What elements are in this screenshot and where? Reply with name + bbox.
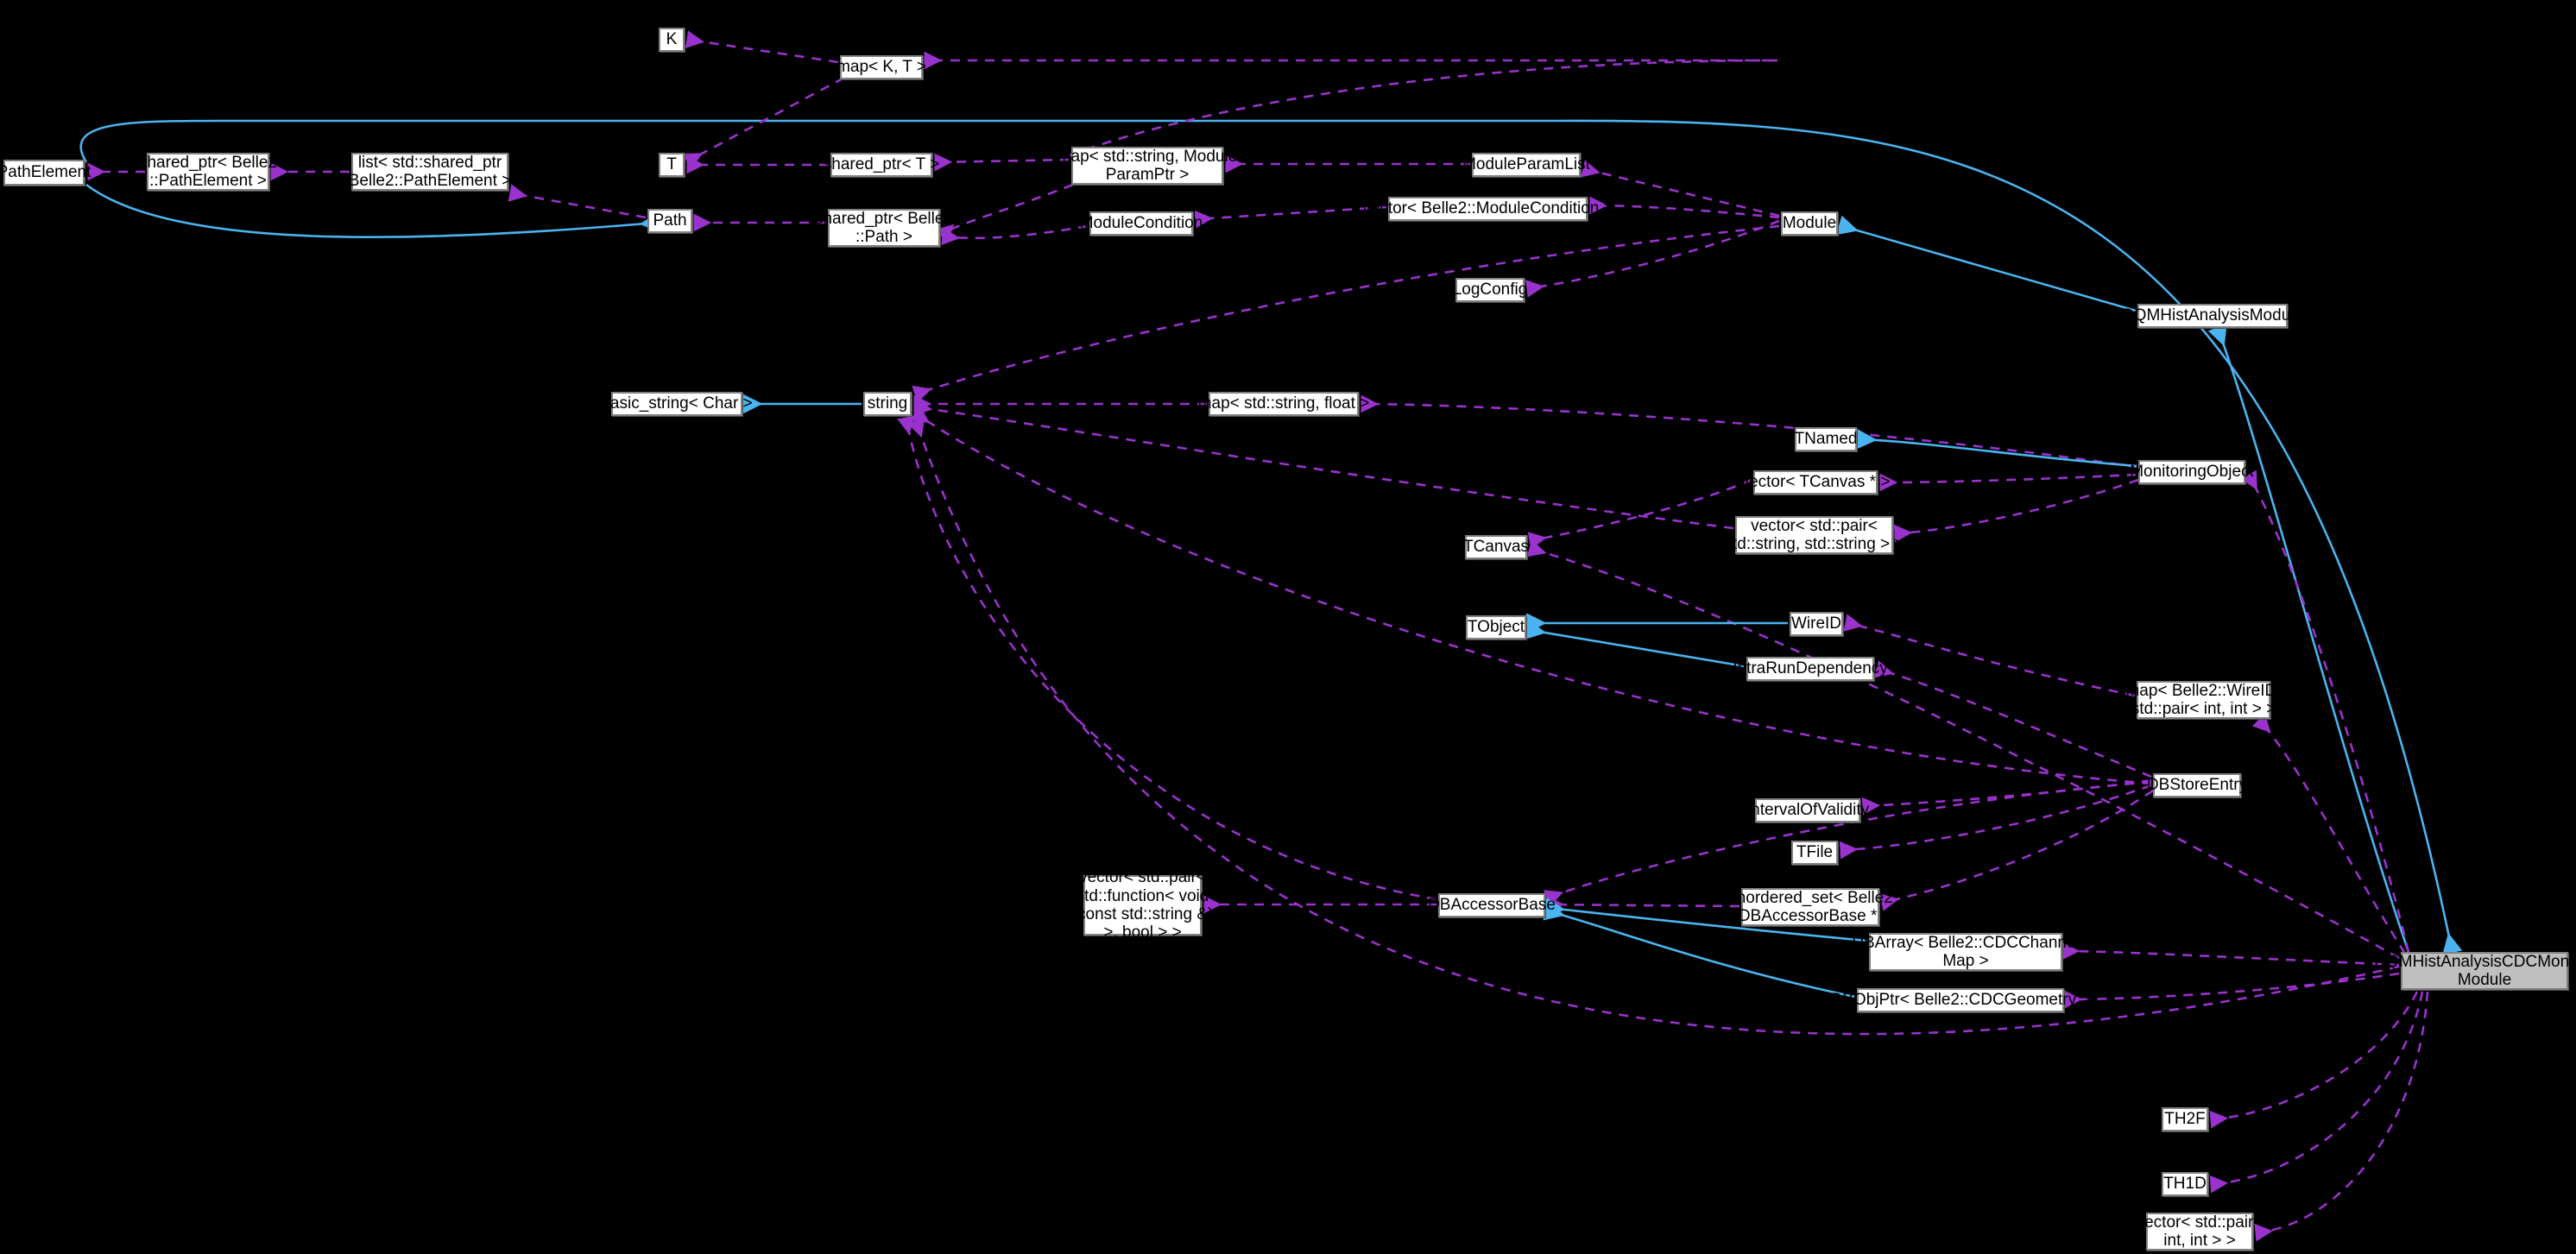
class-node-label: vector< std::pair< std::string, std::str… xyxy=(1724,516,1904,553)
class-node-label: LogConfig xyxy=(1452,280,1528,299)
class-node-label: PathElement xyxy=(0,163,92,182)
class-node-dbobjptr_cdcgeometry[interactable]: DBObjPtr< Belle2::CDCGeometry > xyxy=(1831,988,2090,1012)
class-node-map_string_moduleparamptr[interactable]: map< std::string, Module ParamPtr > xyxy=(1058,147,1237,185)
class-node-label: DBArray< Belle2::CDCChannel Map > xyxy=(1852,933,2080,970)
class-node-shared_ptr_t[interactable]: shared_ptr< T > xyxy=(824,153,939,177)
class-node-label: list< std::shared_ptr < Belle2::PathElem… xyxy=(334,153,526,190)
class-node-k[interactable]: K xyxy=(659,28,685,52)
class-node-label: map< K, T > xyxy=(837,58,926,77)
class-node-unordered_set_dbaccessor[interactable]: unordered_set< Belle2 ::DBAccessorBase *… xyxy=(1727,888,1893,926)
class-node-vector_pair_string_string[interactable]: vector< std::pair< std::string, std::str… xyxy=(1724,516,1904,554)
class-node-label: DQMHistAnalysisModule xyxy=(2121,306,2304,325)
class-node-label: ModuleParamList xyxy=(1462,155,1590,174)
class-node-db_store_entry[interactable]: DBStoreEntry xyxy=(2147,773,2247,797)
class-node-tcanvas[interactable]: TCanvas xyxy=(1463,535,1529,559)
class-node-shared_ptr_path[interactable]: shared_ptr< Belle2 ::Path > xyxy=(815,209,953,247)
class-node-label: TCanvas xyxy=(1462,538,1530,557)
class-node-label: shared_ptr< Belle2 ::Path > xyxy=(814,209,954,246)
class-node-module[interactable]: Module xyxy=(1781,211,1838,236)
class-node-label: MonitoringObject xyxy=(2130,463,2254,482)
class-node-label: Module xyxy=(1782,214,1837,233)
class-node-th1d[interactable]: TH1D xyxy=(2162,1172,2208,1196)
class-node-label: vector< std::pair< int, int > > xyxy=(2136,1213,2263,1250)
class-node-path_element[interactable]: PathElement xyxy=(0,160,91,186)
class-node-label: ModuleCondition xyxy=(1079,214,1203,233)
class-node-db_accessor_base[interactable]: DBAccessorBase xyxy=(1428,893,1556,917)
class-node-label: unordered_set< Belle2 ::DBAccessorBase *… xyxy=(1727,888,1893,925)
class-node-label: TH2F xyxy=(2164,1110,2206,1129)
class-node-label: DBAccessorBase xyxy=(1428,896,1556,915)
class-node-label: vector< std::pair< std::function< void (… xyxy=(1071,868,1214,942)
class-node-dqm_hist_analysis_module[interactable]: DQMHistAnalysisModule xyxy=(2122,304,2303,328)
class-node-label: K xyxy=(666,30,678,49)
class-node-label: vector< TCanvas * > xyxy=(1740,473,1891,492)
class-node-vector_pair_int_int[interactable]: vector< std::pair< int, int > > xyxy=(2137,1213,2263,1251)
class-node-label: TFile xyxy=(1796,843,1834,862)
class-node-map_wireid_pair_int_int[interactable]: map< Belle2::WireID, std::pair< int, int… xyxy=(2125,681,2282,719)
class-node-list_shared_ptr_pathel[interactable]: list< std::shared_ptr < Belle2::PathElem… xyxy=(334,153,526,191)
class-node-string[interactable]: string xyxy=(863,392,912,416)
class-node-log_config[interactable]: LogConfig xyxy=(1453,278,1527,302)
class-node-path[interactable]: Path xyxy=(647,209,692,233)
class-node-dbarray_cdcchannelmap[interactable]: DBArray< Belle2::CDCChannel Map > xyxy=(1852,933,2080,971)
class-node-module_condition[interactable]: ModuleCondition xyxy=(1080,211,1203,236)
class-node-tnamed[interactable]: TNamed xyxy=(1795,427,1857,451)
class-node-t[interactable]: T xyxy=(659,153,685,177)
class-node-label: TNamed xyxy=(1794,430,1858,449)
class-node-label: map< std::string, Module ParamPtr > xyxy=(1057,147,1238,184)
class-node-intra_run_dependency[interactable]: IntraRunDependency xyxy=(1733,657,1888,681)
class-node-label: TObject xyxy=(1467,618,1525,637)
class-node-label: IntervalOfValidity xyxy=(1746,801,1870,820)
class-node-label: shared_ptr< T > xyxy=(823,155,940,174)
class-node-label: WireID xyxy=(1790,614,1842,633)
class-node-label: basic_string< Char > xyxy=(601,394,753,413)
class-node-monitoring_object[interactable]: MonitoringObject xyxy=(2130,460,2254,484)
class-node-label: shared_ptr< Belle2 ::PathElement > xyxy=(138,153,278,190)
class-node-label: map< std::string, float > xyxy=(1197,394,1370,413)
class-node-vector_pair_function[interactable]: vector< std::pair< std::function< void (… xyxy=(1072,868,1214,942)
class-node-tfile[interactable]: TFile xyxy=(1791,841,1838,865)
class-node-label: string xyxy=(867,394,908,413)
class-node-label: DBObjPtr< Belle2::CDCGeometry > xyxy=(1830,991,2091,1010)
class-node-label: Path xyxy=(653,211,687,230)
class-node-label: map< Belle2::WireID, std::pair< int, int… xyxy=(2125,681,2282,718)
class-node-label: vector< Belle2::ModuleCondition > xyxy=(1362,199,1613,218)
class-node-label: DBStoreEntry xyxy=(2146,776,2248,795)
class-node-th2f[interactable]: TH2F xyxy=(2162,1107,2208,1131)
class-node-module_param_list[interactable]: ModuleParamList xyxy=(1462,153,1590,177)
class-node-label: IntraRunDependency xyxy=(1733,659,1888,678)
class-node-label: T xyxy=(666,155,677,174)
class-node-map_k_t[interactable]: map< K, T > xyxy=(837,55,926,79)
class-node-interval_of_validity[interactable]: IntervalOfValidity xyxy=(1746,798,1869,822)
class-node-tobject[interactable]: TObject xyxy=(1466,615,1526,640)
class-node-shared_ptr_pathelement[interactable]: shared_ptr< Belle2 ::PathElement > xyxy=(139,153,277,191)
class-node-label: TH1D xyxy=(2163,1175,2207,1194)
class-node-basic_string_char[interactable]: basic_string< Char > xyxy=(601,392,753,416)
class-node-wireid[interactable]: WireID xyxy=(1790,612,1843,636)
class-node-label: DQMHistAnalysisCDCMonObj Module xyxy=(2374,952,2576,989)
class-node-vector_tcanvas_ptr[interactable]: vector< TCanvas * > xyxy=(1741,470,1890,495)
class-node-map_string_float[interactable]: map< std::string, float > xyxy=(1198,392,1369,416)
class-node-vector_module_condition[interactable]: vector< Belle2::ModuleCondition > xyxy=(1362,197,1613,221)
class-node-dqm_hist_analysis_cdc[interactable]: DQMHistAnalysisCDCMonObj Module xyxy=(2374,952,2576,990)
